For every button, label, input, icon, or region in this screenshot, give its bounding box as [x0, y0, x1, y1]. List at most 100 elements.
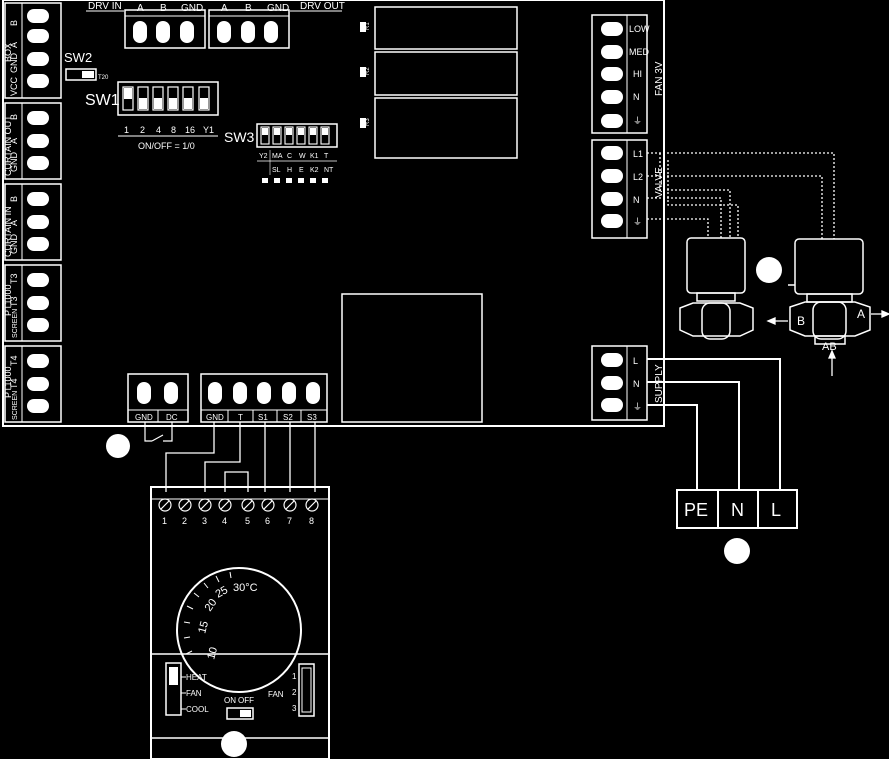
curtain-in-pin-b: B: [9, 196, 19, 202]
left-terminal-curtain-out: GND A B CURTAIN OUT: [3, 102, 62, 180]
fan-speed-3: 3: [292, 704, 297, 713]
bottom-pin-s3: S3: [307, 413, 317, 422]
box-pin-b: B: [9, 20, 19, 26]
relay-stack: R1 R2 R3: [360, 6, 518, 159]
curtain-out-pin-gnd: GND: [9, 152, 19, 173]
pt1000-t4-pin-t4-b: T4: [9, 355, 19, 366]
sw3-top-y2: Y2: [259, 153, 268, 160]
supply-pin-earth: ⏚: [633, 402, 642, 412]
pt1000-t3-pin-t3-a: T3: [9, 296, 19, 307]
valve-port-b: B: [797, 314, 805, 328]
valve-port-ab: AB: [822, 341, 837, 353]
supply-pin-l: L: [633, 356, 638, 366]
terminal-screw: [601, 146, 623, 228]
fan-speed-2: 2: [292, 688, 297, 697]
thermo-terminal-5: 5: [245, 516, 250, 526]
bottom-terminal-thermostat: GND T S1 S2 S3: [200, 373, 328, 423]
drv-in-pin-a: A: [137, 3, 144, 14]
dc-switch-wire: [144, 422, 173, 442]
thermostat-dial: [176, 567, 302, 693]
sw3-bottom-e: E: [299, 167, 304, 174]
supply-title: SUPPLY: [654, 364, 665, 403]
thermostat-wiring: [165, 422, 316, 492]
top-terminal-drv-in: DRV IN A B GND: [86, 1, 206, 49]
thermo-terminal-3: 3: [202, 516, 207, 526]
flow-arrows: [766, 310, 889, 376]
bottom-terminal-dc: GND DC: [127, 373, 189, 423]
drv-in-pin-b: B: [160, 3, 167, 14]
mode-heat: HEAT: [186, 673, 207, 682]
terminal-screw: [137, 382, 178, 404]
drv-out-pin-a: A: [221, 3, 228, 14]
pt1000-t3-title: PT1000: [3, 284, 13, 316]
sw3-top-w: W: [299, 153, 306, 160]
sw3-bottom-h: H: [287, 167, 292, 174]
mode-fan: FAN: [186, 689, 202, 698]
thermo-terminal-8: 8: [309, 516, 314, 526]
thermo-terminal-6: 6: [265, 516, 270, 526]
control-board: [2, 0, 665, 427]
power-l: L: [771, 500, 781, 520]
on-off-switch: ON OFF: [224, 696, 254, 720]
terminal-screw: [27, 273, 49, 332]
box-pin-vcc: VCC: [9, 76, 19, 96]
sw3-top-k1: K1: [310, 153, 319, 160]
sw2-switch: SW2 T20: [64, 50, 109, 81]
curtain-in-pin-gnd: GND: [9, 234, 19, 255]
sw3-top-ma: MA: [272, 153, 283, 160]
valve-pin-l2: L2: [633, 172, 643, 182]
on-label: ON: [224, 696, 236, 705]
terminal-screw: [133, 21, 194, 43]
sw3-top-c: C: [287, 153, 292, 160]
bottom-pin-s1: S1: [258, 413, 268, 422]
sw1-note: ON/OFF = 1/0: [138, 141, 195, 151]
curtain-out-pin-a: A: [9, 138, 19, 144]
dial-30: 30°C: [233, 582, 258, 594]
marker-circle-dc: [106, 434, 130, 458]
drv-out-pin-b: B: [245, 3, 252, 14]
marker-circle-thermostat: [221, 731, 247, 757]
terminal-screw: [208, 382, 320, 404]
bottom-pin-s2: S2: [283, 413, 293, 422]
off-label: OFF: [238, 696, 254, 705]
valve-pin-earth: ⏚: [633, 217, 642, 227]
sw1-pos-4: 4: [156, 125, 161, 135]
power-n: N: [731, 500, 744, 520]
box-title: BOX: [3, 43, 13, 62]
left-terminal-curtain-in: GND A B CURTAIN IN: [3, 183, 62, 261]
sw3-label: SW3: [224, 129, 255, 145]
terminal-screw: [601, 22, 623, 128]
fan-speed-selector: FAN 1 2 3: [268, 663, 315, 717]
valve-terminal-block: L1 L2 N ⏚ VALVE: [591, 139, 665, 239]
fan-terminal-block: LOW MED HI N ⏚ FAN 3V: [591, 14, 665, 134]
sw3-bottom-sl: SL: [272, 167, 281, 174]
valve-wiring: [647, 152, 835, 240]
pt1000-t4-pin-t4-a: T4: [9, 378, 19, 389]
fan-pin-med: MED: [629, 47, 650, 57]
terminal-screw: [27, 354, 49, 413]
thermo-terminal-7: 7: [287, 516, 292, 526]
sw3-bottom-nt: NT: [324, 167, 334, 174]
drv-out-pin-gnd: GND: [267, 3, 289, 14]
curtain-out-pin-b: B: [9, 114, 19, 120]
terminal-screw: [217, 21, 278, 43]
mode-selector: HEAT FAN COOL: [165, 662, 209, 716]
thermostat: 1 2 3 4 5 6 7 8 10 15 20 25 30°C: [150, 486, 330, 759]
relay-r3-label: R3: [365, 118, 371, 126]
pt1000-t4-title: PT1000: [3, 366, 13, 398]
supply-wiring: [647, 358, 781, 490]
thermo-terminal-2: 2: [182, 516, 187, 526]
left-terminal-box: VCC GND A B BOX: [3, 2, 62, 99]
thermo-terminal-4: 4: [222, 516, 227, 526]
central-module: [341, 293, 483, 423]
curtain-in-title: CURTAIN IN: [3, 206, 13, 257]
fan-pin-earth: ⏚: [633, 116, 642, 126]
supply-pin-n: N: [633, 379, 640, 389]
fan-title: FAN 3V: [654, 61, 665, 96]
dial-15: 15: [196, 620, 211, 635]
sw1-dip-switch: SW1 1 2 4 8 16 Y1 ON/OFF = 1/0: [85, 81, 219, 151]
relay-r1-label: R1: [365, 22, 371, 30]
sw3-top-t: T: [324, 153, 329, 160]
left-terminal-pt1000-t4: SCREEN T4 T4 PT1000: [3, 345, 62, 423]
